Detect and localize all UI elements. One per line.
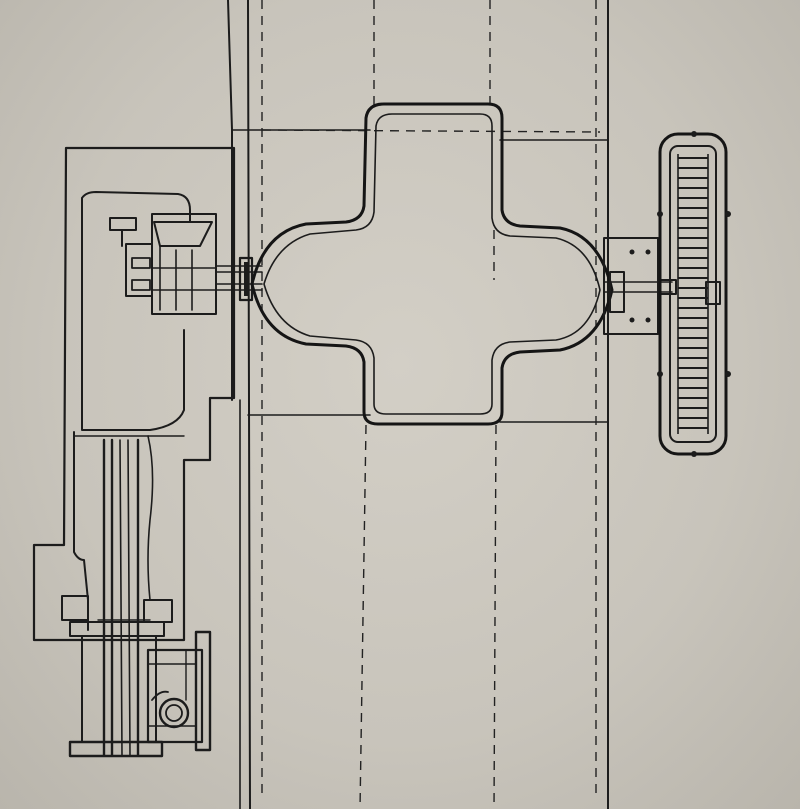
hidden-lines — [261, 0, 601, 809]
upper-gear-head — [109, 213, 217, 315]
gearbox-housing — [146, 630, 212, 752]
handwheel-bracket — [603, 237, 677, 335]
frame-lines — [227, 0, 609, 809]
central-casing — [250, 102, 614, 426]
vertical-shaft-housing — [61, 438, 173, 758]
handwheel-flywheel — [657, 131, 731, 457]
drive-motor-assembly — [32, 146, 236, 642]
